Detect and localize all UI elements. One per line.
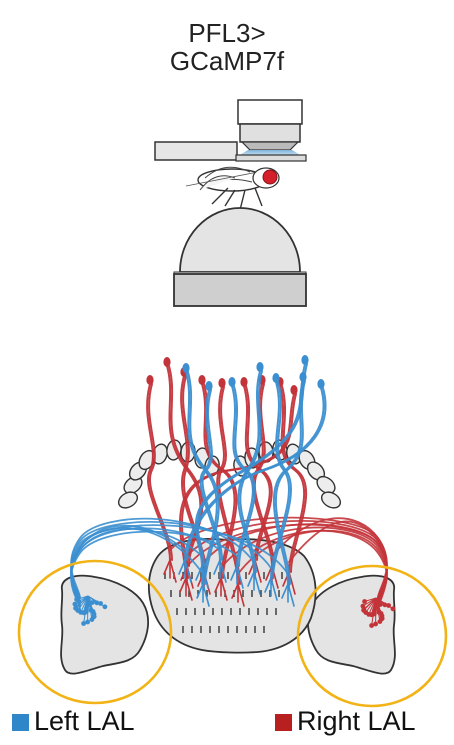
legend-right-lal: Right LAL: [275, 706, 416, 736]
imaging-rig: [155, 100, 306, 306]
microscope-objective-icon: [238, 100, 302, 156]
legend-right-swatch: [275, 714, 292, 731]
legend-right-label: Right LAL: [297, 706, 416, 736]
pb-glomerulus: [319, 489, 343, 511]
legend-left-label: Left LAL: [34, 706, 135, 736]
legend-left-swatch: [12, 714, 29, 731]
fly-icon: [186, 167, 279, 210]
pb-glomerulus: [116, 489, 140, 511]
air-ball-icon: [174, 208, 306, 306]
legend-left-lal: Left LAL: [12, 706, 135, 736]
